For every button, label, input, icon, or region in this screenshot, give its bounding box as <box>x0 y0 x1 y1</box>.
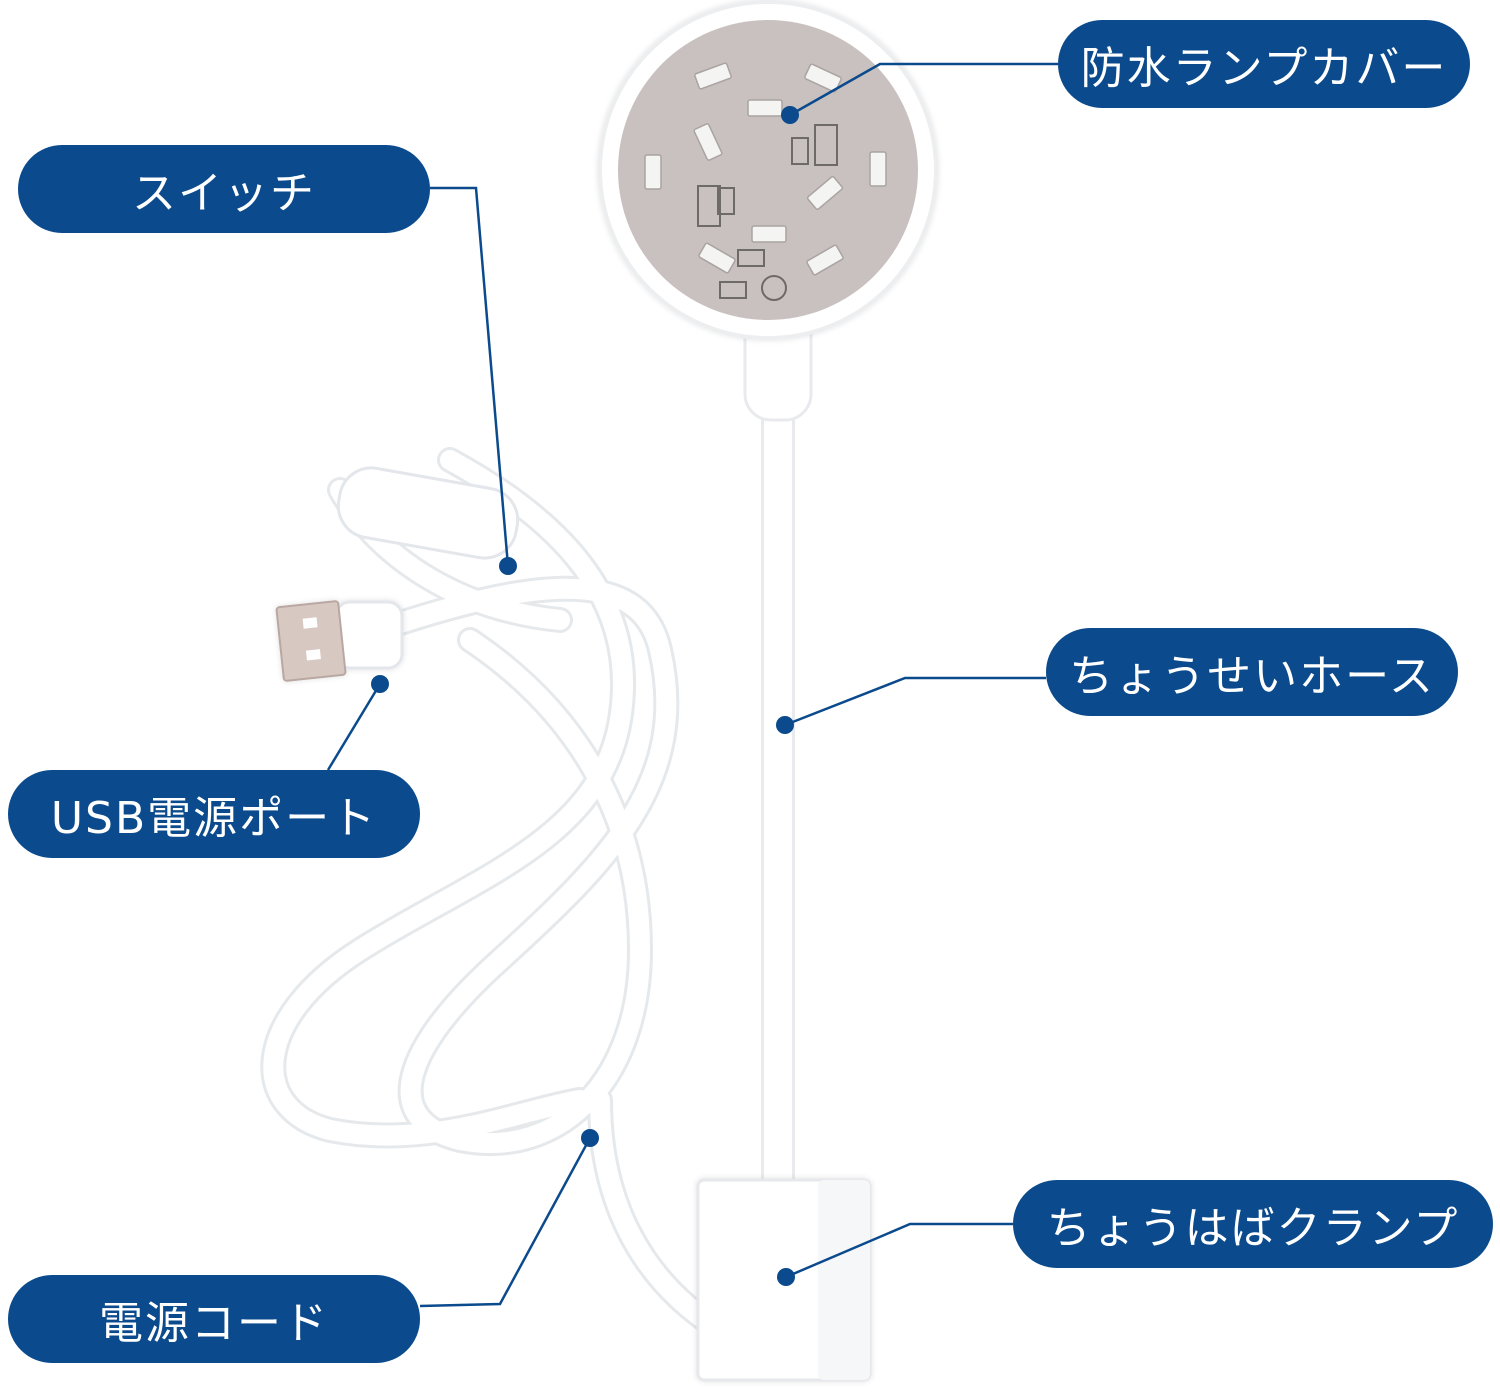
label-waterproof-lamp-cover: 防水ランプカバー <box>1058 20 1470 108</box>
cover-dot <box>781 106 799 124</box>
leader-lines <box>326 62 1058 1308</box>
lamp-head <box>598 0 938 340</box>
leader-dots <box>371 106 799 1286</box>
label-wide-clamp: ちょうはばクランプ <box>1013 1180 1493 1268</box>
label-adjustable-hose: ちょうせいホース <box>1046 628 1458 716</box>
usb-dot <box>371 675 389 693</box>
hose-dot <box>776 716 794 734</box>
switch-body <box>336 466 520 560</box>
label-power-cord: 電源コード <box>8 1275 420 1363</box>
clamp-dot <box>777 1268 795 1286</box>
board-components <box>697 124 838 301</box>
switch-dot <box>499 557 517 575</box>
led-array <box>644 62 887 276</box>
cord-dot <box>581 1129 599 1147</box>
power-cord-cables <box>260 447 733 1343</box>
label-switch: スイッチ <box>18 145 430 233</box>
usb-plug <box>275 600 404 682</box>
label-usb-power-port: USB電源ポート <box>8 770 420 858</box>
